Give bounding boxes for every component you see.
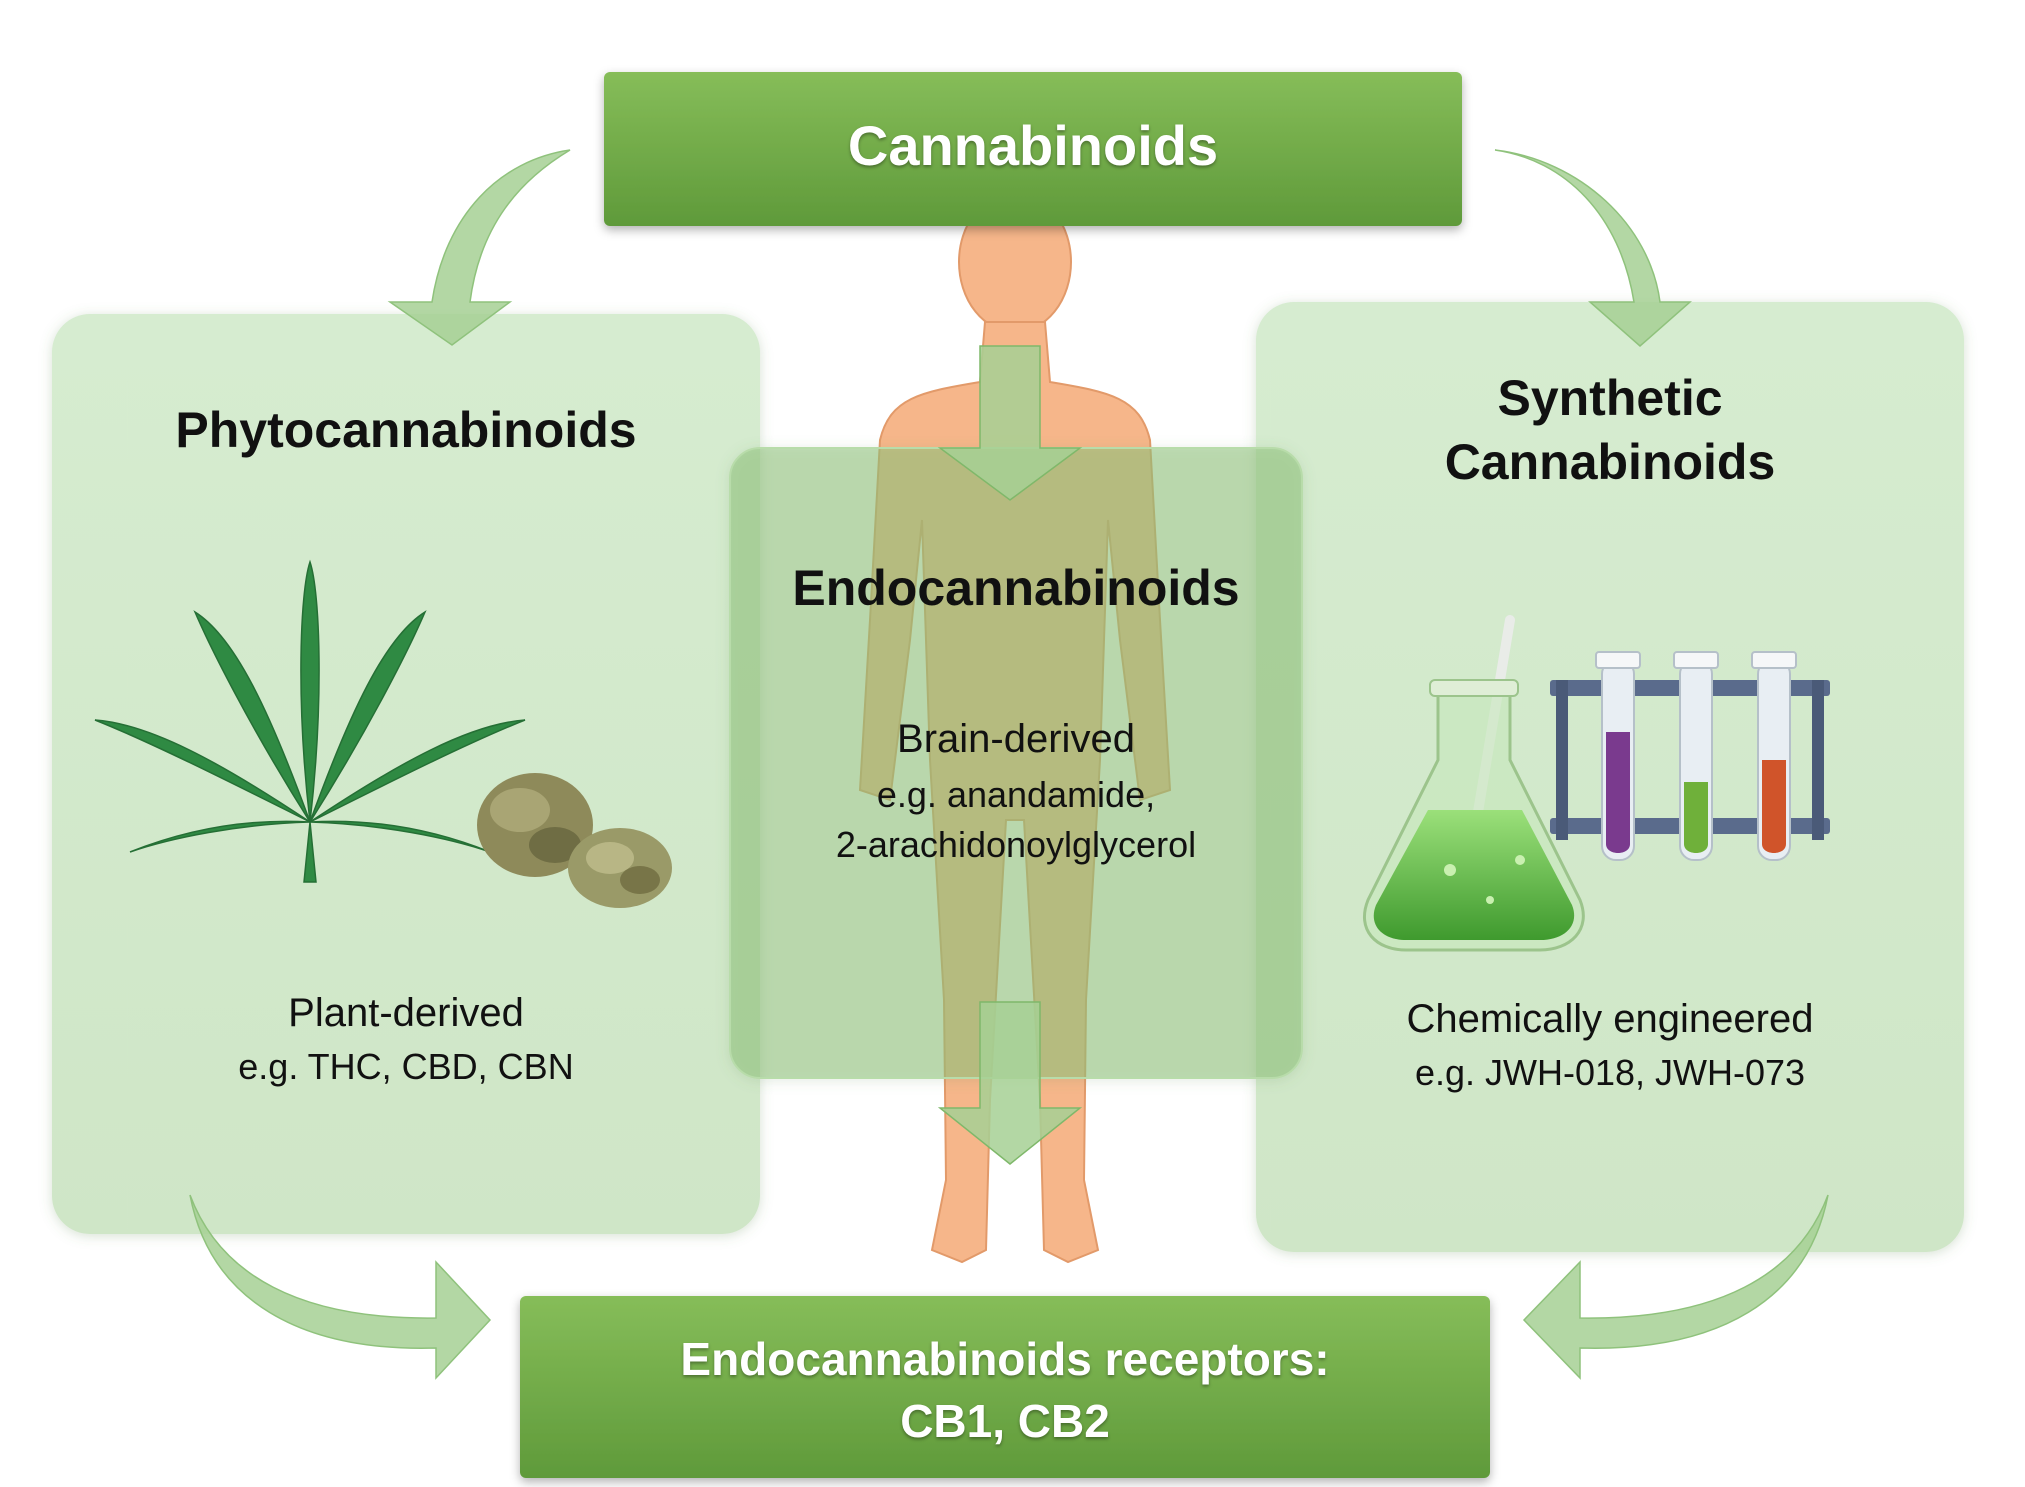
endo-desc-line1: Brain-derived — [897, 717, 1135, 761]
cannabinoids-box — [604, 72, 1462, 226]
receptors-box — [520, 1296, 1490, 1478]
receptors-line2: CB1, CB2 — [900, 1395, 1110, 1447]
cannabis-bud-icon — [477, 773, 672, 908]
endo-desc-line2: e.g. anandamide, — [876, 774, 1156, 815]
phyto-desc-line1: Plant-derived — [288, 991, 524, 1035]
endo-desc-line3: 2-arachidonoylglycerol — [835, 824, 1197, 865]
phyto-desc-line2: e.g. THC, CBD, CBN — [238, 1046, 574, 1087]
synthetic-desc-line2: e.g. JWH-018, JWH-073 — [1414, 1052, 1806, 1093]
cannabinoids-title: Cannabinoids — [847, 114, 1219, 177]
arrow-down-bottom — [937, 1001, 1083, 1165]
arrow-from-phyto — [189, 1194, 492, 1380]
endo-title: Endocannabinoids — [792, 560, 1240, 616]
synthetic-title-line1: Synthetic — [1497, 370, 1723, 426]
cannabis-leaf-icon — [94, 559, 526, 883]
synthetic-desc-line1: Chemically engineered — [1406, 997, 1814, 1041]
test-tube-rack-icon — [1550, 651, 1830, 861]
receptors-line1: Endocannabinoids receptors: — [680, 1333, 1330, 1385]
synthetic-title-line2: Cannabinoids — [1444, 434, 1776, 490]
arrow-to-phyto — [387, 149, 571, 346]
arrow-from-synthetic — [1522, 1194, 1829, 1380]
phyto-title: Phytocannabinoids — [175, 402, 637, 458]
arrow-down-top — [937, 345, 1083, 501]
flask-icon — [1362, 615, 1585, 952]
arrow-to-synthetic — [1494, 149, 1692, 347]
